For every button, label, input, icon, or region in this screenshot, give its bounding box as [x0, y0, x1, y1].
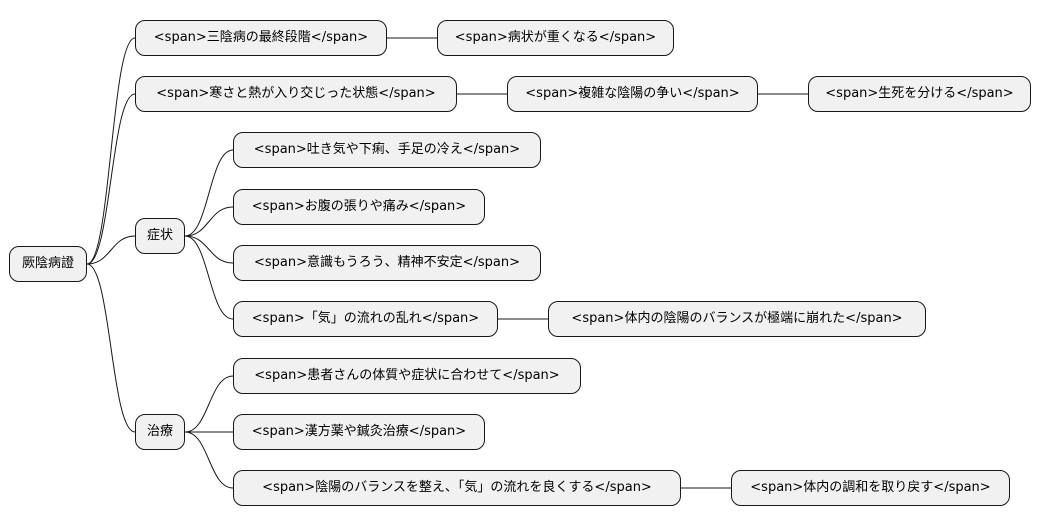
edge-branch-symptoms-to-leaf-abdominal-bloating-pain — [184, 206, 234, 237]
edge-root-node-to-branch-final-stage — [86, 37, 136, 265]
edge-root-node-to-branch-symptoms — [86, 235, 136, 265]
leaf-tailored-to-patient: <span>患者さんの体質や症状に合わせて</span> — [233, 358, 581, 394]
edge-branch-treatment-to-leaf-tailored-to-patient — [184, 375, 234, 433]
root-node: 厥陰病證 — [9, 246, 87, 282]
branch-symptoms: 症状 — [135, 218, 185, 254]
leaf-nausea-diarrhea-cold-limbs: <span>吐き気や下痢、手足の冷え</span> — [233, 132, 541, 168]
leaf-condition-worsens: <span>病状が重くなる</span> — [437, 20, 674, 56]
leaf-life-or-death: <span>生死を分ける</span> — [808, 76, 1031, 112]
edge-root-node-to-branch-mixed-cold-heat — [86, 93, 136, 265]
edge-branch-symptoms-to-leaf-nausea-diarrhea-cold-limbs — [184, 149, 234, 237]
edge-branch-symptoms-to-leaf-clouded-consciousness — [184, 235, 234, 264]
edge-root-node-to-branch-treatment — [86, 263, 136, 433]
branch-mixed-cold-heat: <span>寒さと熱が入り交じった状態</span> — [135, 76, 457, 112]
edge-branch-symptoms-to-node-qi-flow-disorder — [184, 235, 234, 320]
node-yin-yang-struggle: <span>複雑な陰陽の争い</span> — [507, 76, 758, 112]
leaf-abdominal-bloating-pain: <span>お腹の張りや痛み</span> — [233, 189, 485, 225]
leaf-clouded-consciousness: <span>意識もうろう、精神不安定</span> — [233, 245, 541, 281]
node-qi-flow-disorder: <span>「気」の流れの乱れ</span> — [233, 301, 498, 337]
leaf-yin-yang-imbalance: <span>体内の陰陽のバランスが極端に崩れた</span> — [548, 301, 926, 337]
edge-branch-treatment-to-node-balance-qi-flow — [184, 431, 234, 489]
node-balance-qi-flow: <span>陰陽のバランスを整え、「気」の流れを良くする</span> — [233, 470, 681, 506]
branch-final-stage: <span>三陰病の最終段階</span> — [135, 20, 387, 56]
leaf-herbs-acupuncture: <span>漢方薬や鍼灸治療</span> — [233, 414, 485, 450]
branch-treatment: 治療 — [135, 414, 185, 450]
leaf-restore-harmony: <span>体内の調和を取り戻す</span> — [731, 470, 1010, 506]
